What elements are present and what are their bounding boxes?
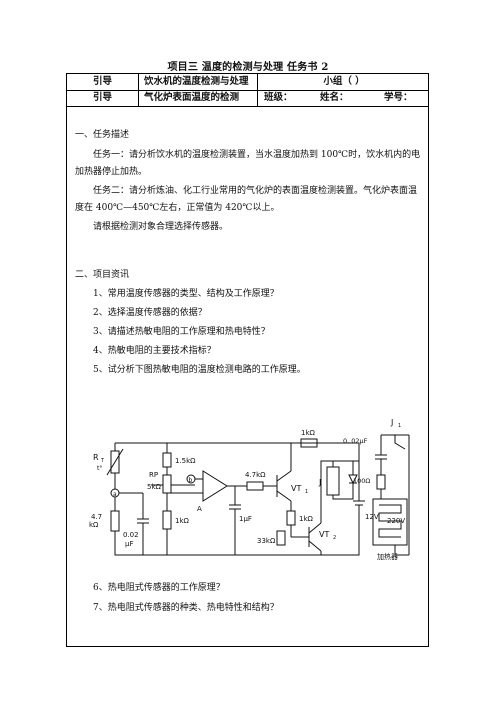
question-6: 6、热电阻式传感器的工作原理？ [93, 583, 225, 593]
r-1k-e-label: 1kΩ [299, 515, 314, 523]
resistor-33k [276, 530, 286, 546]
task-two: 任务二：请分析炼油、化工行业常用的气化炉的表面温度检测装置。气化炉表面温度在 4… [75, 186, 418, 213]
resistor-100 [376, 474, 386, 490]
question-7: 7、热电阻式传感器的种类、热电特性和结构？ [93, 603, 279, 613]
header-row-2: 引导 气化炉表面温度的检测 班级： 姓名： 学号： [67, 90, 428, 107]
student-info: 班级： 姓名： 学号： [258, 90, 430, 106]
task-sheet: 引导 饮水机的温度检测与处理 小组（ ） 引导 气化炉表面温度的检测 班级： 姓… [66, 73, 429, 647]
r-1k-mid-label: 1kΩ [175, 517, 190, 525]
resistor-4-7k [246, 481, 264, 491]
vt2-label: VT [319, 530, 329, 539]
j1-sub: 1 [398, 423, 401, 429]
vt2-sub: 2 [333, 535, 336, 541]
rt-temp: t° [97, 465, 102, 472]
resistor-1k-mid [162, 510, 172, 530]
transistor-vt1 [276, 470, 292, 502]
relay-j-coil [326, 466, 340, 496]
question-3: 3、请描述热敏电阻的工作原理和热电特性？ [93, 327, 270, 337]
potentiometer-rp [162, 474, 172, 494]
r-1k-top-label: 1kΩ [301, 429, 316, 437]
resistor-1k-emitter [286, 510, 296, 526]
node-b-label: b [189, 477, 193, 484]
c-1uf-label: 1μF [239, 515, 252, 523]
v12-label: 12V [365, 513, 379, 521]
amp-label: A [197, 505, 202, 513]
r-33k-label: 33kΩ [257, 537, 276, 545]
capacitor-1uf [229, 486, 241, 555]
question-4: 4、热敏电阻的主要技术指标？ [93, 346, 216, 356]
bottom-rail-wire [114, 531, 277, 556]
r-4-7k-left-unit: kΩ [89, 521, 99, 529]
resistor-1k-top [300, 438, 318, 448]
header-label-1: 引导 [67, 74, 139, 90]
op-amp [202, 470, 228, 502]
question-2: 2、选择温度传感器的依据？ [93, 308, 207, 318]
question-5: 5、试分析下图热敏电阻的温度检测电路的工作原理。 [93, 365, 306, 375]
r-4-7k-label: 4.7kΩ [245, 471, 266, 479]
c-002-label: 0.02 [123, 531, 139, 539]
section-task-heading: 一、任务描述 [75, 130, 130, 140]
heater-label: 加热器 [377, 552, 398, 561]
relay-contact-j1 [381, 434, 409, 450]
c-right-label: 0. 02μF [343, 437, 368, 445]
vt1-sub: 1 [305, 489, 308, 495]
v220-label: 220V [387, 517, 405, 525]
capacitor-right [375, 435, 387, 475]
r-4-7k-left-label: 4.7 [91, 513, 102, 521]
r-1-5k-label: 1.5kΩ [175, 457, 196, 465]
r-100-label: 100Ω [353, 477, 370, 485]
question-1: 1、常用温度传感器的类型、结构及工作原理？ [93, 289, 279, 299]
header-label-2: 引导 [67, 90, 139, 106]
capacitor-0-02 [137, 493, 149, 555]
section-info-heading: 二、项目资讯 [75, 270, 130, 280]
header-topic-1: 饮水机的温度检测与处理 [139, 74, 258, 90]
heater-coil [378, 504, 402, 538]
j1-label: J [390, 418, 393, 427]
rt-label: R [93, 453, 99, 462]
relay-label: J [318, 478, 321, 487]
node-a-label: a [113, 491, 117, 498]
vt1-label: VT [291, 484, 301, 493]
thermistor-circuit-diagram: R T t° a 4.7 kΩ 1.5kΩ RP 5kΩ 1kΩ [89, 418, 410, 561]
heater-box [372, 498, 408, 546]
thermistor-slash [106, 448, 124, 476]
task-instruction: 请根据检测对象合理选择传感器。 [93, 222, 229, 232]
document-title: 项目三 温度的检测与处理 任务书 2 [167, 62, 329, 73]
resistor-1-5k [162, 452, 172, 468]
battery-12v [321, 461, 365, 556]
rp-label: RP [149, 471, 158, 479]
rp-value: 5kΩ [147, 483, 162, 491]
class-field[interactable]: 班级： [264, 92, 293, 103]
student-id-field[interactable]: 学号： [384, 92, 413, 103]
task-one: 任务一：请分析饮水机的温度检测装置，当水温度加热到 100℃时，饮水机内的电加热… [75, 150, 421, 177]
rt-sub: T [100, 458, 105, 464]
resistor-4-7k-left [110, 510, 120, 532]
header-row-1: 引导 饮水机的温度检测与处理 小组（ ） [67, 74, 428, 91]
c-002-unit: μF [125, 540, 133, 548]
name-field[interactable]: 姓名： [320, 92, 349, 103]
group-field[interactable]: 小组（ ） [323, 76, 365, 87]
header-topic-2: 气化炉表面温度的检测 [139, 90, 258, 106]
